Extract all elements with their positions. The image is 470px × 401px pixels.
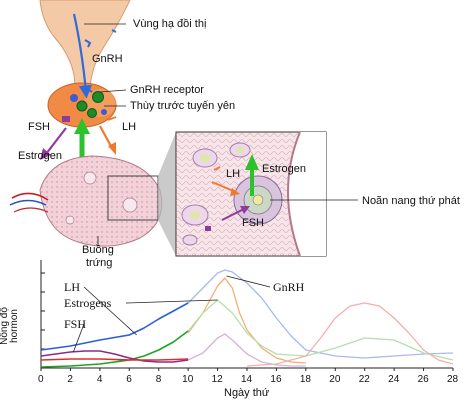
- x-tick-label: 0: [38, 374, 44, 385]
- callout-fsh: FSH: [64, 317, 87, 331]
- fsh-arrow: [45, 127, 67, 155]
- inset-estrogen-label: Estrogen: [262, 163, 307, 175]
- y-axis-label-line2: hormon: [8, 309, 20, 343]
- callout-gnrh: GnRH: [273, 280, 305, 294]
- x-tick-label: 24: [388, 374, 400, 385]
- series-estrogens: [40, 330, 189, 368]
- hypothalamus-label: Vùng hạ đồi thị: [133, 18, 207, 30]
- x-tick-label: 18: [299, 374, 311, 385]
- x-axis-label: Ngày thứ: [224, 387, 270, 399]
- x-tick-label: 8: [155, 374, 162, 385]
- x-tick-label: 12: [211, 374, 223, 385]
- series-progesterone-faded: [246, 302, 454, 367]
- series-lh: [40, 302, 189, 351]
- anterior-pituitary-label: Thùy trước tuyến yên: [130, 100, 236, 112]
- inset-panel: [175, 131, 327, 257]
- series-unlabeled-red: [40, 358, 189, 361]
- inset-lh-label: LH: [226, 168, 241, 180]
- callout-leader: [83, 286, 137, 336]
- fsh-label: FSH: [28, 121, 50, 133]
- x-tick-label: 2: [67, 374, 73, 385]
- x-tick-label: 20: [329, 374, 341, 385]
- callout-lh: LH: [64, 280, 80, 294]
- ovary-label-line2: trứng: [86, 257, 113, 269]
- series-fsh: [40, 350, 189, 363]
- x-tick-label: 10: [182, 374, 194, 385]
- x-tick-label: 28: [447, 374, 459, 385]
- lh-arrow: [99, 125, 113, 149]
- x-tick-label: 26: [417, 374, 429, 385]
- inset-fsh-label: FSH: [242, 217, 264, 229]
- estrogen-label: Estrogen: [18, 150, 63, 162]
- series-estrogens-faded: [187, 299, 454, 361]
- callout-leader: [125, 299, 218, 304]
- gnrh-arrow: [72, 13, 92, 99]
- gnrh-receptor-label: GnRH receptor: [130, 84, 204, 96]
- x-tick-label: 6: [126, 374, 132, 385]
- x-tick-label: 14: [241, 374, 253, 385]
- series-lh-faded: [187, 269, 454, 359]
- x-tick-label: 16: [270, 374, 282, 385]
- gnrh-label: GnRH: [92, 53, 123, 65]
- series-fsh-faded: [187, 333, 306, 367]
- secondary-follicle-label: Noãn nang thứ phát: [362, 195, 460, 207]
- callout-leader: [72, 323, 85, 353]
- series-gnrh-faded: [187, 277, 306, 364]
- x-tick-label: 4: [96, 374, 103, 385]
- callout-estrogens: Estrogens: [64, 296, 112, 310]
- ovary-label-line1: Buồng: [82, 244, 114, 256]
- callout-leader: [226, 275, 271, 288]
- x-tick-label: 22: [358, 374, 370, 385]
- lh-label: LH: [122, 121, 137, 133]
- gnrh-receptor-cell: [92, 91, 104, 103]
